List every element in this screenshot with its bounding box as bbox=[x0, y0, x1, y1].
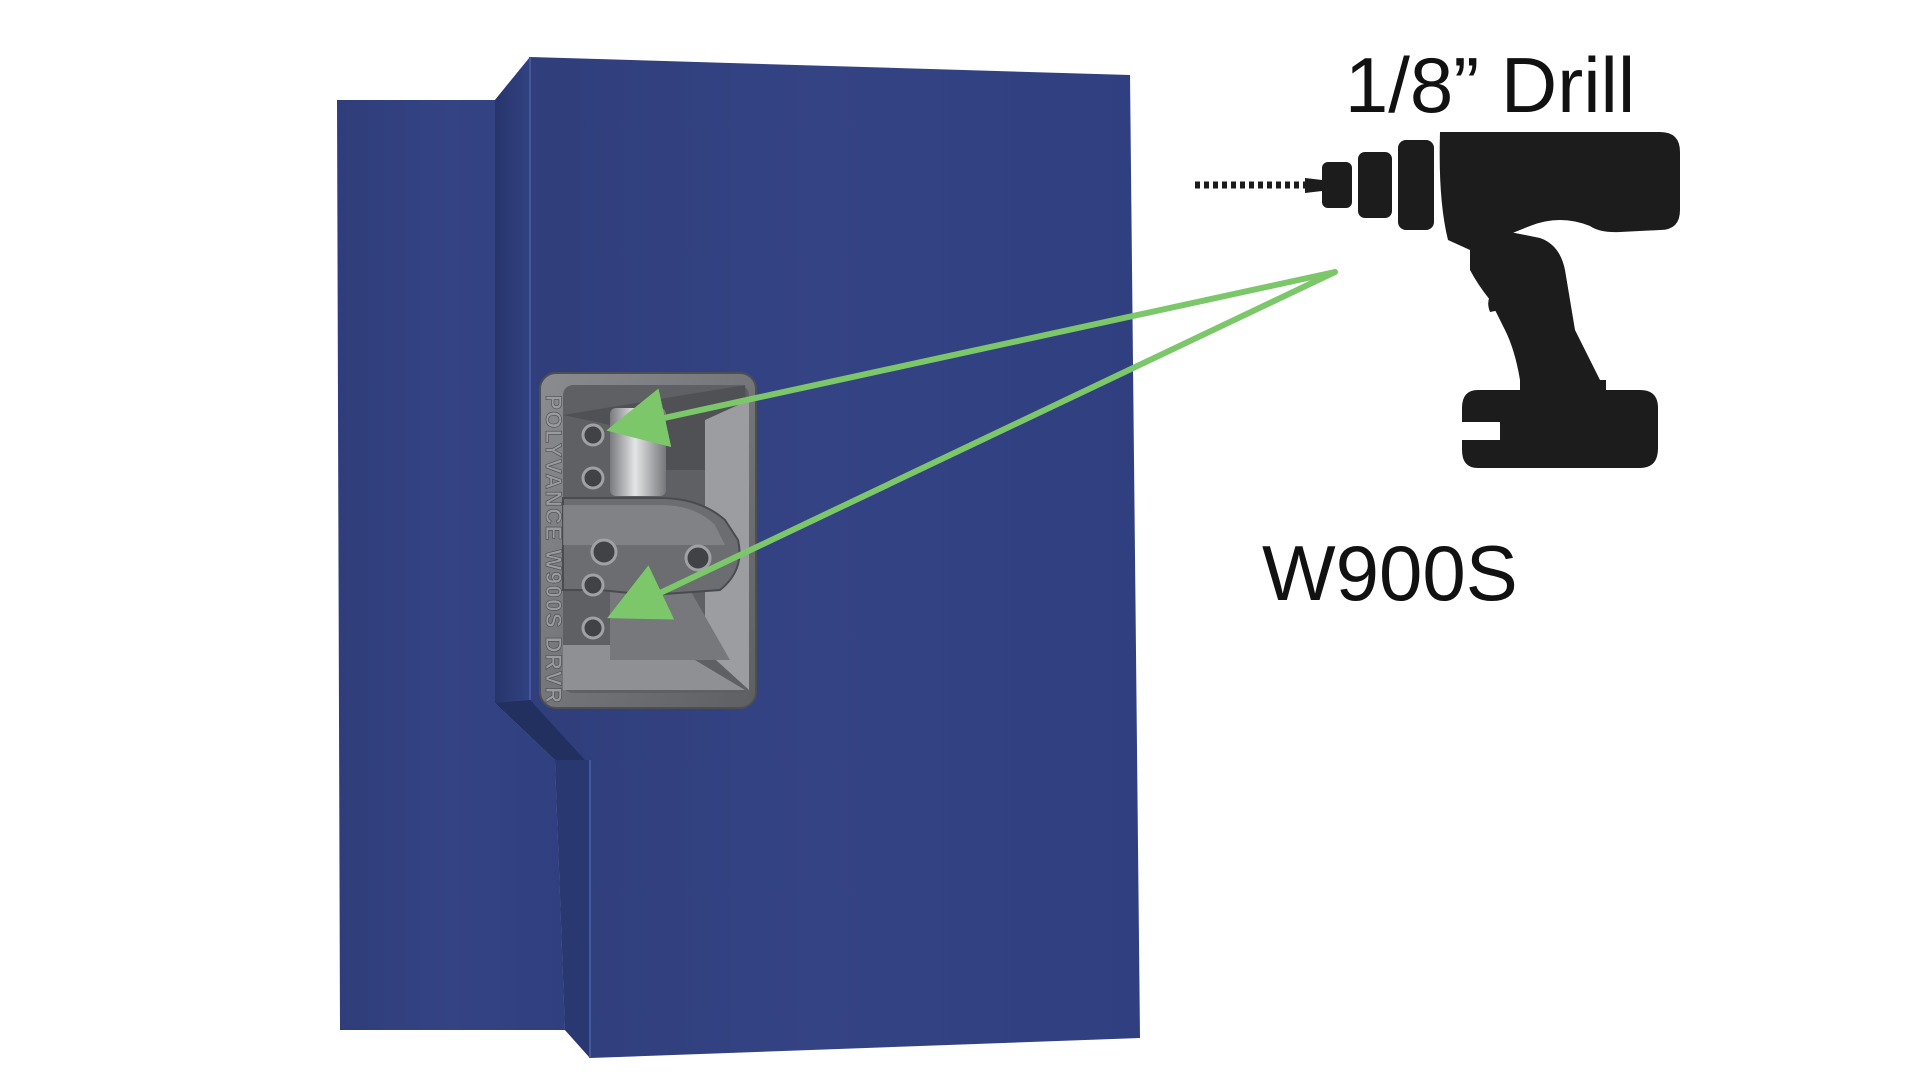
pointer-arrows bbox=[606, 269, 1338, 620]
door-left-flange bbox=[337, 100, 565, 1030]
bracket-lower-ramp bbox=[563, 645, 745, 690]
door-step-bevel bbox=[495, 57, 555, 760]
arrow-icon bbox=[607, 269, 1338, 620]
bracket-engraving: POLYVANCE W900S DRVR bbox=[541, 395, 566, 705]
part-number-label: W900S bbox=[1262, 529, 1518, 617]
mount-hole bbox=[581, 423, 605, 447]
arrow-icon bbox=[606, 269, 1338, 448]
door-step-lower bbox=[555, 760, 590, 1058]
drill-size-label: 1/8” Drill bbox=[1344, 41, 1636, 129]
mount-hole bbox=[684, 544, 712, 572]
door-main-face bbox=[495, 57, 1140, 1058]
cordless-drill-icon bbox=[1195, 132, 1680, 468]
mount-hole bbox=[581, 466, 605, 490]
door-panel bbox=[337, 57, 1140, 1058]
mount-hole bbox=[581, 573, 605, 597]
door-step-notch bbox=[495, 700, 585, 760]
mount-hole bbox=[590, 538, 618, 566]
mount-hole bbox=[581, 616, 605, 640]
